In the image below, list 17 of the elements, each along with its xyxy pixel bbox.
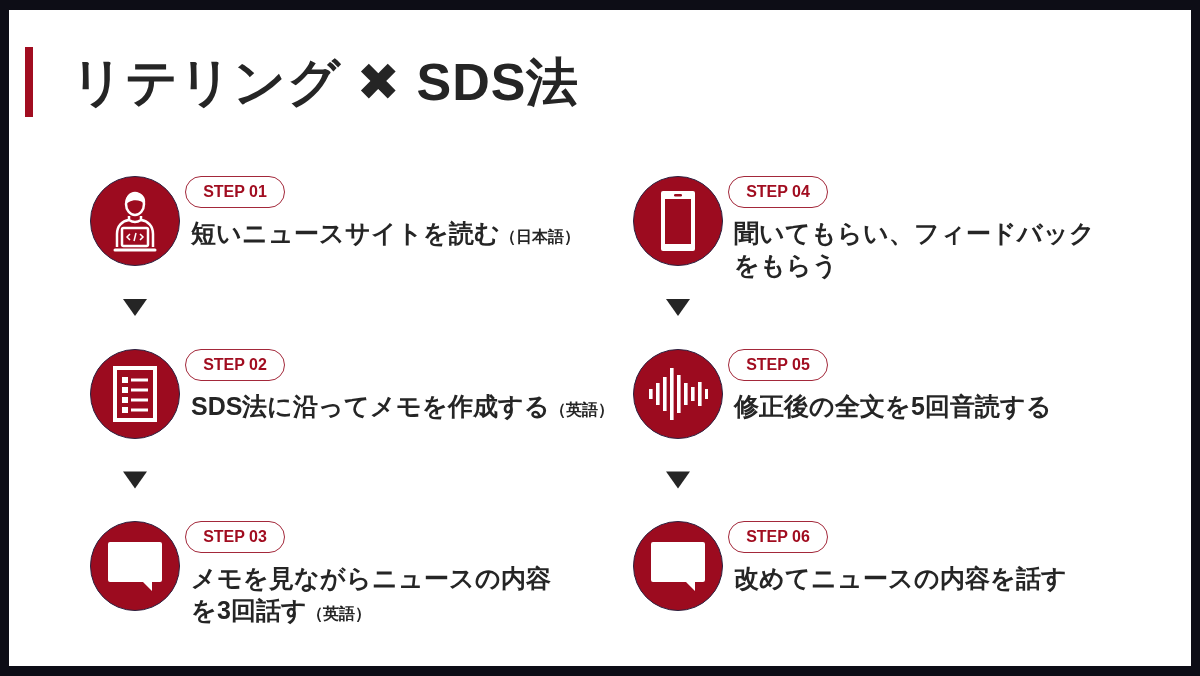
step-badge: STEP 02: [185, 349, 285, 381]
arrow: [123, 299, 147, 316]
step-badge: STEP 06: [728, 521, 828, 553]
step-description: SDS法に沿ってメモを作成する（英語）: [191, 391, 615, 422]
step-description: 聞いてもらい、フィードバックをもらう: [734, 218, 1096, 281]
arrow: [123, 471, 147, 489]
arrow: [666, 299, 690, 316]
step-badge: STEP 03: [185, 521, 285, 553]
arrow: [666, 471, 690, 489]
step-description: 改めてニュースの内容を話す: [734, 563, 1067, 594]
step-description: メモを見ながらニュースの内容を3回話す（英語）: [191, 563, 552, 626]
step-description: 修正後の全文を5回音読する: [734, 391, 1052, 422]
step-badge: STEP 05: [728, 349, 828, 381]
step-badge: STEP 01: [185, 176, 285, 208]
step-description: 短いニュースサイトを読む（日本語）: [191, 218, 580, 249]
slide-title: リテリング ✖ SDS法: [71, 52, 580, 113]
step-badge: STEP 04: [728, 176, 828, 208]
